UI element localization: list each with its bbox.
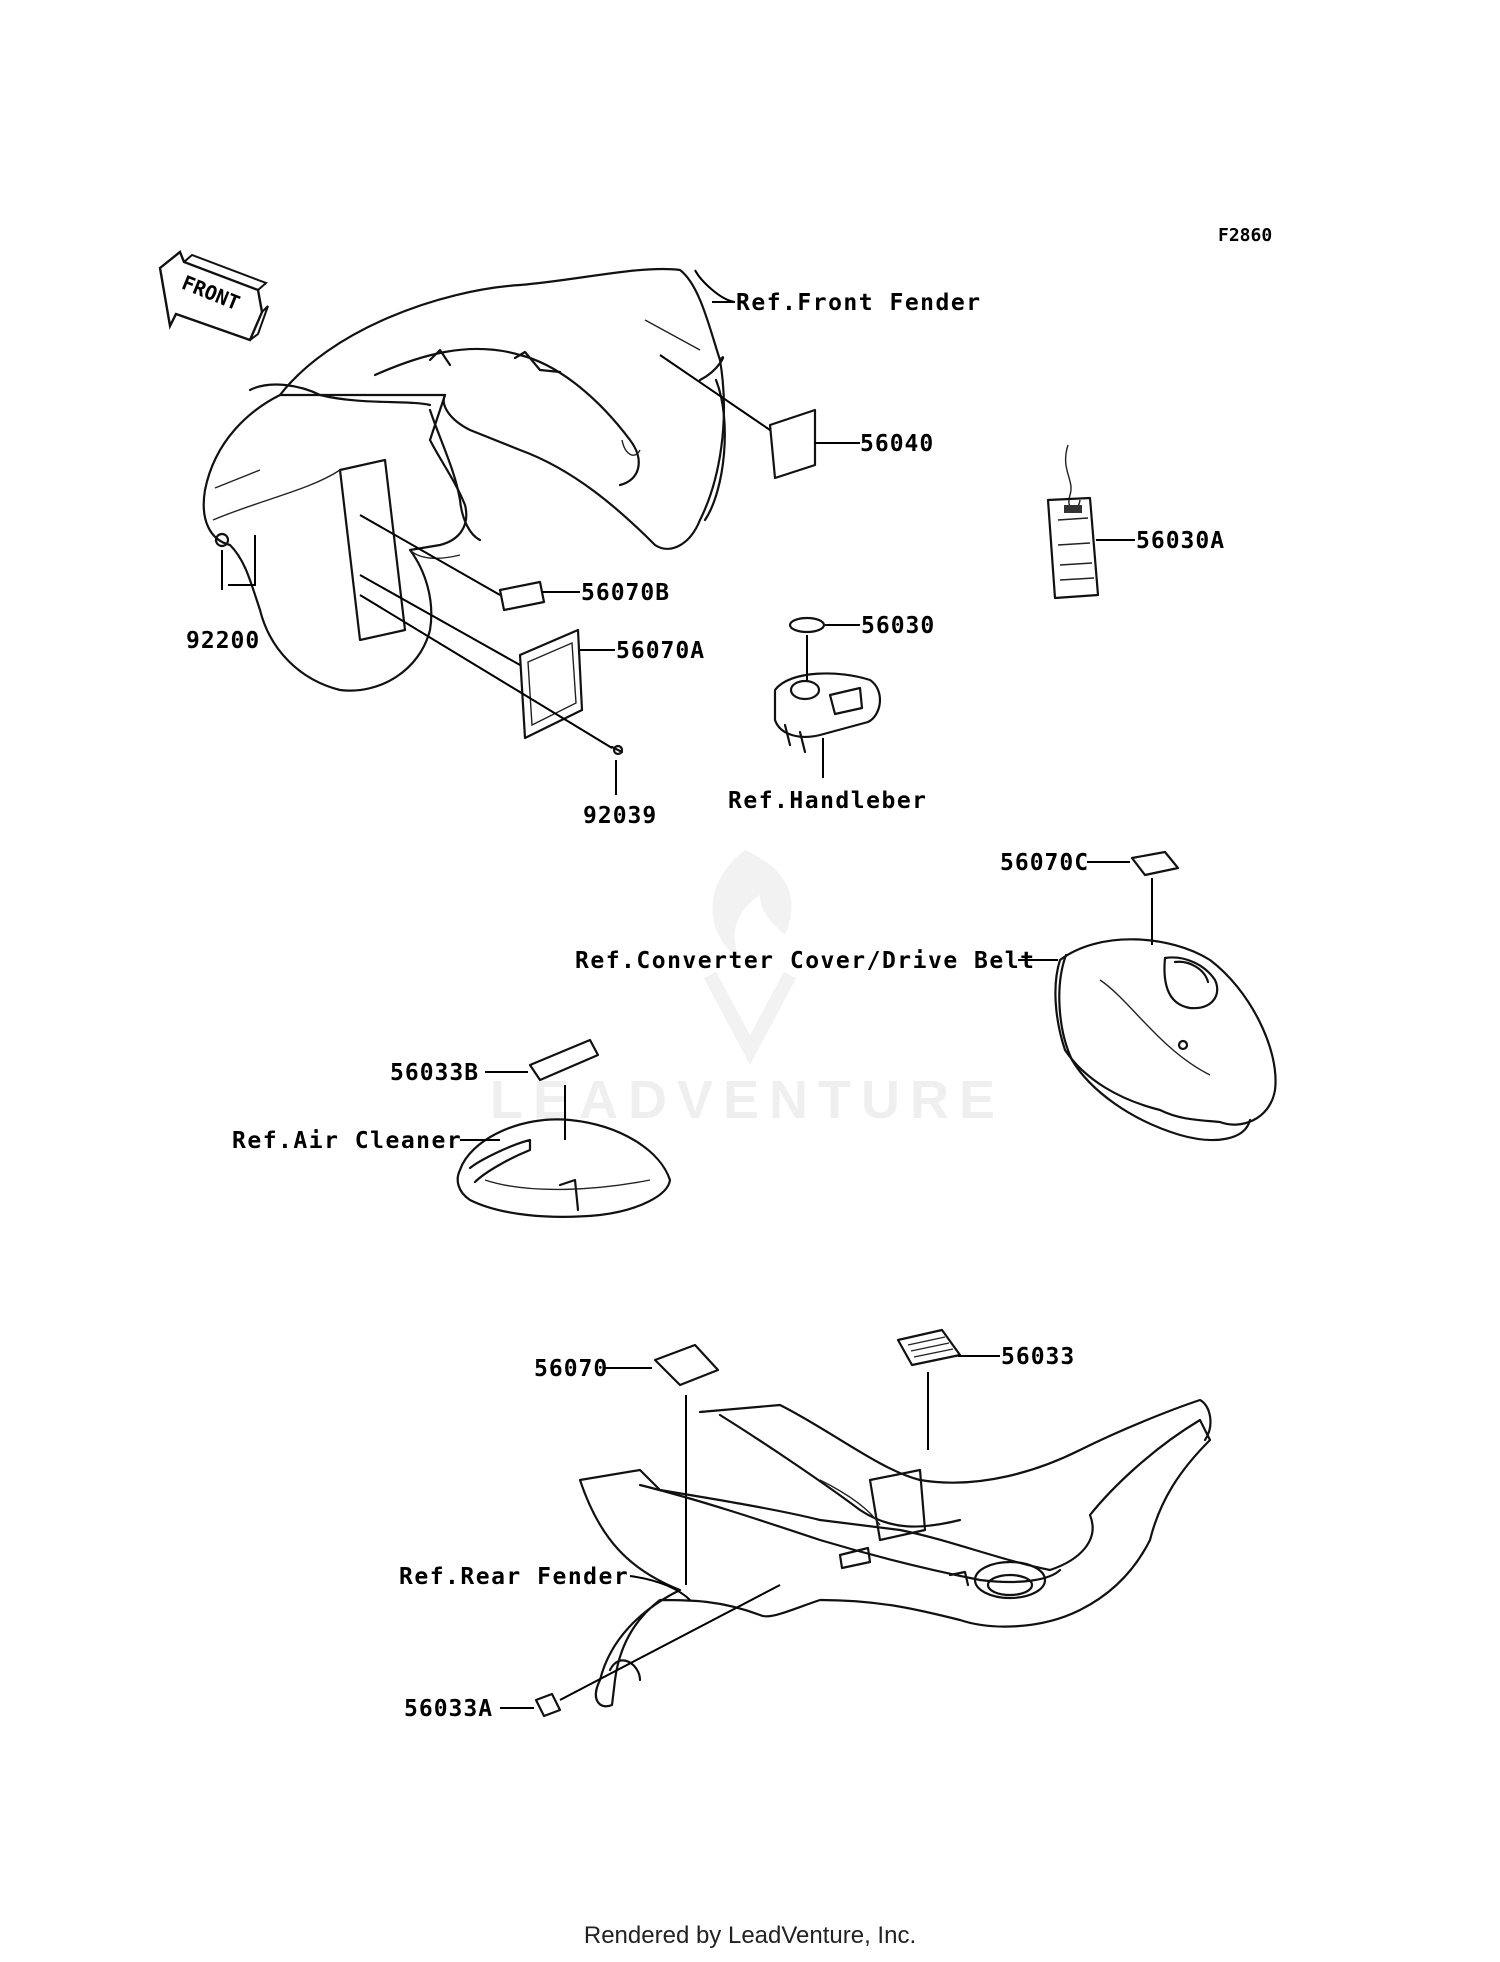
part-92200-clip: 92200 — [186, 532, 260, 654]
part-label-92039[interactable]: 92039 — [583, 803, 657, 829]
ref-converter-cover[interactable]: Ref.Converter Cover/Drive Belt — [575, 948, 1035, 974]
figure-id: F2860 — [1218, 225, 1272, 246]
leadventure-watermark: LEADVENTURE — [490, 850, 1005, 1130]
rear-fender — [559, 1398, 1212, 1708]
converter-cover — [1054, 938, 1277, 1142]
part-label-56070c[interactable]: 56070C — [1000, 850, 1089, 876]
part-56070a-decal: 56070A — [359, 574, 705, 740]
part-label-56030a[interactable]: 56030A — [1136, 528, 1225, 554]
part-56070b-decal: 56070B — [359, 514, 670, 612]
handlebar-cover — [773, 672, 881, 778]
watermark-text: LEADVENTURE — [490, 1070, 1005, 1130]
part-label-56030[interactable]: 56030 — [861, 613, 935, 639]
ref-front-fender[interactable]: Ref.Front Fender — [736, 290, 982, 316]
part-label-56070[interactable]: 56070 — [534, 1356, 608, 1382]
part-56070c-decal: 56070C — [1000, 850, 1180, 945]
part-label-56033a[interactable]: 56033A — [404, 1696, 493, 1722]
part-56033b-decal: 56033B — [390, 1038, 600, 1140]
part-56070-decal: 56070 — [534, 1343, 720, 1585]
part-56030a-tag: 56030A — [1046, 444, 1225, 600]
part-92039-rivet: 92039 — [359, 594, 657, 829]
part-label-92200[interactable]: 92200 — [186, 628, 260, 654]
footer-credit: Rendered by LeadVenture, Inc. — [583, 1922, 917, 1949]
part-56033-decal: 56033 — [896, 1328, 1075, 1450]
part-label-56033[interactable]: 56033 — [1001, 1344, 1075, 1370]
part-56030-decal: 56030 — [788, 613, 935, 680]
ref-air-cleaner[interactable]: Ref.Air Cleaner — [232, 1128, 462, 1154]
part-label-56040[interactable]: 56040 — [860, 431, 934, 457]
ref-handlebar[interactable]: Ref.Handleber — [728, 788, 928, 814]
air-cleaner-cover — [456, 1118, 672, 1218]
part-56033a-decal: 56033A — [404, 1692, 562, 1722]
part-56040-decal: 56040 — [659, 354, 934, 480]
front-direction-arrow: FRONT — [158, 250, 269, 342]
part-label-56070b[interactable]: 56070B — [581, 580, 670, 606]
ref-rear-fender[interactable]: Ref.Rear Fender — [399, 1564, 629, 1590]
part-label-56033b[interactable]: 56033B — [390, 1060, 479, 1086]
part-label-56070a[interactable]: 56070A — [616, 638, 705, 664]
front-fender — [202, 267, 726, 692]
